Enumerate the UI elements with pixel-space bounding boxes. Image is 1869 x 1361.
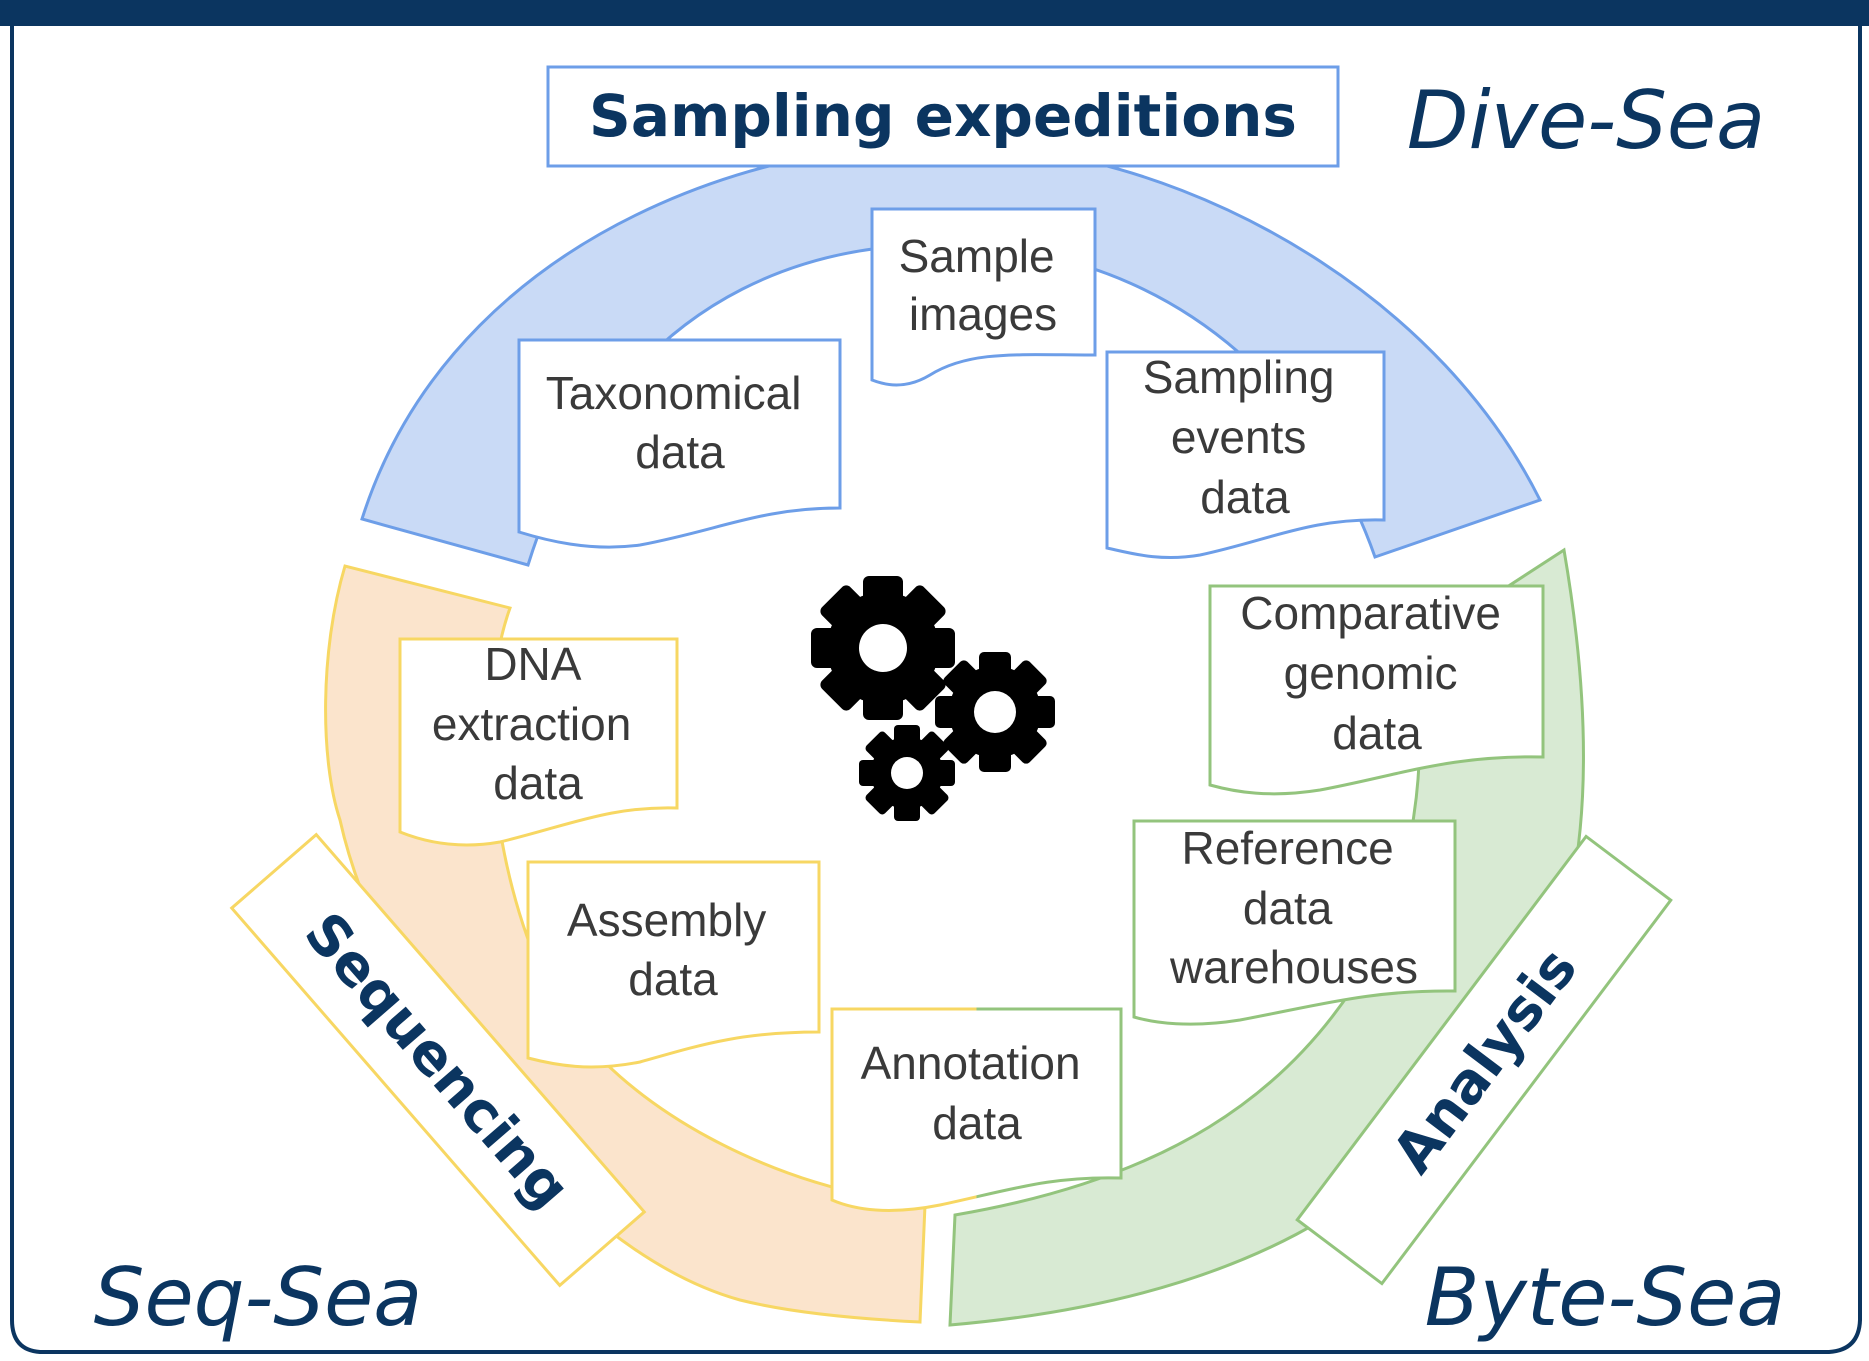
seq-sea-brand: Seq-Sea [94,1251,423,1344]
sample-images-line-1: Sample [899,230,1055,282]
comparative-line-2: genomic [1284,647,1458,699]
svg-text:Sampling events da: Sampling events data [1143,351,1348,523]
svg-text:Comparative genomic: Comparative genomic data [1240,587,1514,759]
doc-assembly: Assembly data [526,860,821,1069]
gears-icon [811,576,1055,821]
sampling-events-line-1: Sampling [1143,351,1335,403]
sampling-expeditions-label: Sampling expeditions [546,65,1340,168]
reference-line-2: data [1243,882,1333,934]
svg-text:DNA extraction dat: DNA extraction data [432,638,644,809]
svg-text:Assembly data: Assembly data [567,894,779,1005]
doc-comparative: Comparative genomic data [1208,584,1545,796]
doc-annotation: Annotation data [830,1007,1123,1212]
doc-reference: Reference data warehouses [1132,819,1457,1026]
reference-line-1: Reference [1181,822,1393,874]
svg-text:Reference data war: Reference data warehouses [1169,822,1418,993]
comparative-line-3: data [1332,707,1422,759]
sampling-arc [360,142,1543,567]
dna-extraction-line-3: data [493,757,583,809]
dive-sea-brand: Dive-Sea [1407,74,1765,167]
sampling-expeditions-text: Sampling expeditions [589,82,1297,150]
dna-extraction-line-2: extraction [432,698,631,750]
taxonomical-line-2: data [635,426,725,478]
svg-text:Annotation data: Annotation data [861,1037,1094,1149]
assembly-line-1: Assembly [567,894,766,946]
doc-taxonomical: Taxonomical data [517,338,842,549]
svg-text:Taxonomical data: Taxonomical data [546,367,814,478]
sampling-events-line-2: events [1171,411,1307,463]
dna-extraction-line-1: DNA [484,638,581,690]
sample-images-line-2: images [909,288,1057,340]
sampling-events-line-3: data [1200,471,1290,523]
doc-dna-extraction: DNA extraction data [398,637,679,847]
byte-sea-brand: Byte-Sea [1425,1251,1786,1344]
annotation-line-1: Annotation [861,1037,1081,1089]
doc-sample-images: Sample images [870,207,1097,387]
taxonomical-line-1: Taxonomical [546,367,802,419]
assembly-line-2: data [628,953,718,1005]
doc-sampling-events: Sampling events data [1105,350,1386,560]
comparative-line-1: Comparative [1240,587,1501,639]
annotation-line-2: data [932,1097,1022,1149]
svg-text:Sample images: Sample images [899,230,1068,340]
reference-line-3: warehouses [1169,941,1418,993]
